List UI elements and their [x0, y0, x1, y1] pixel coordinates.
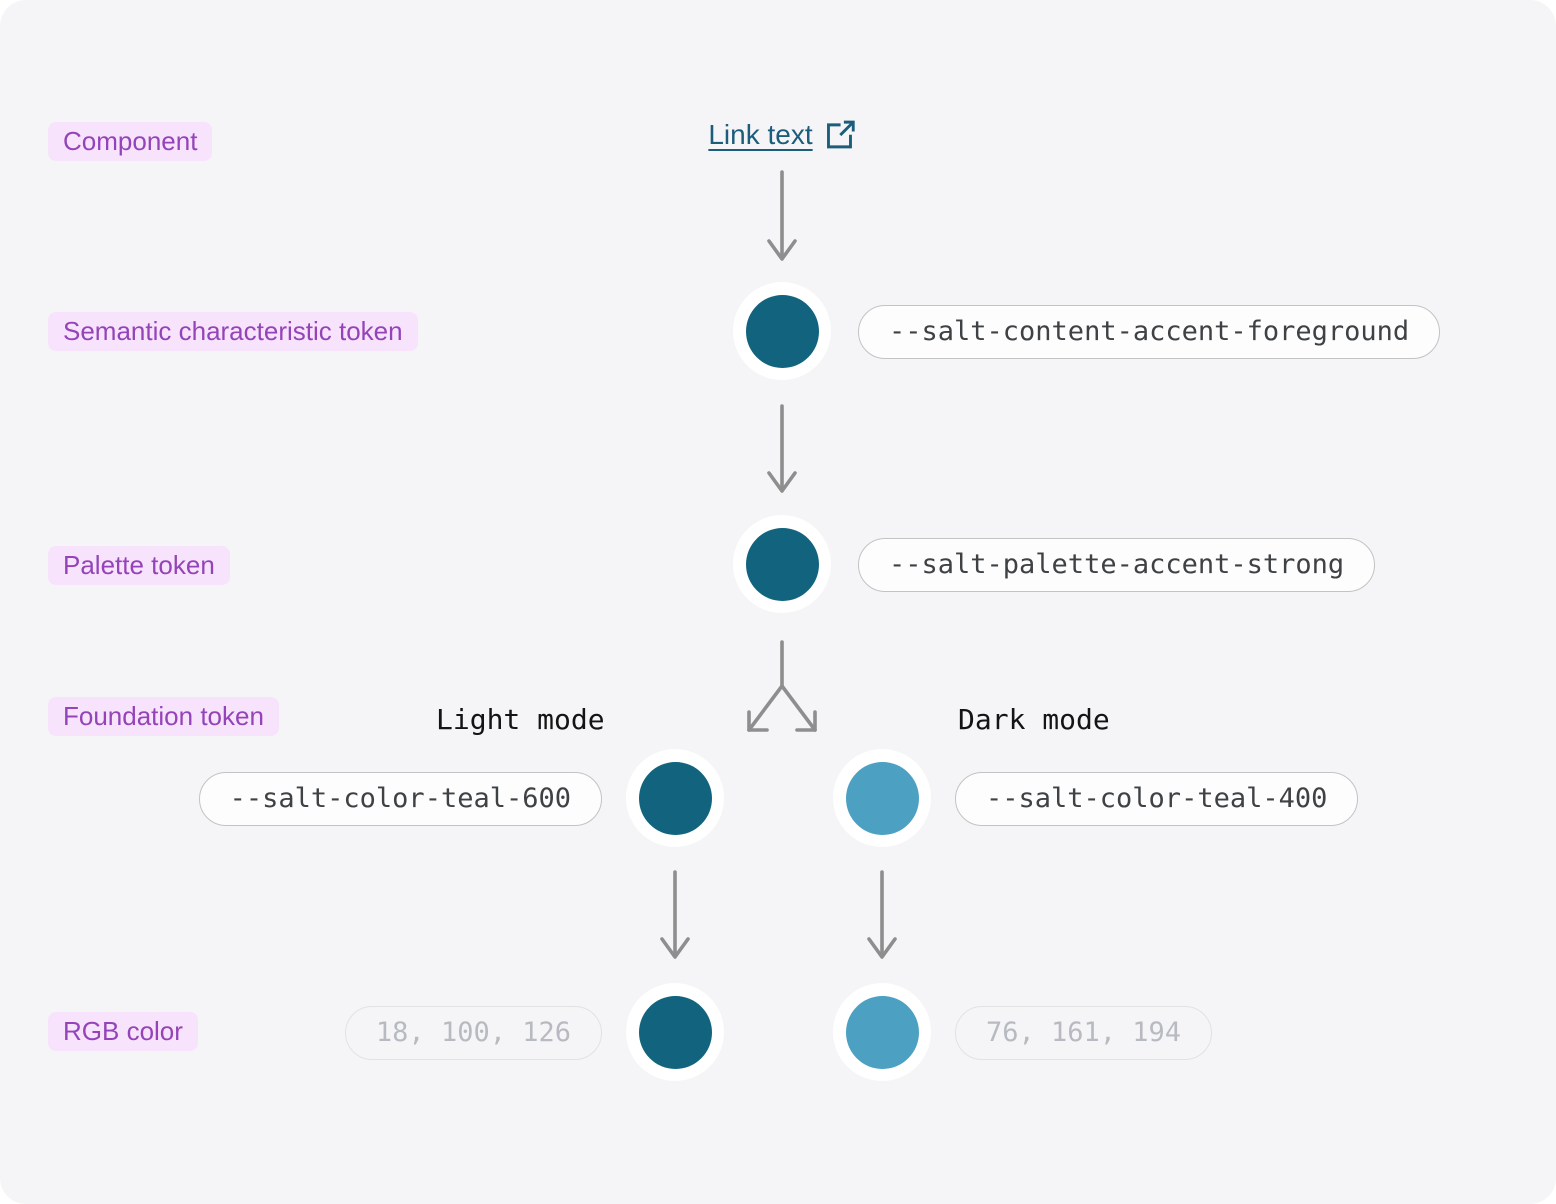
row-label-foundation: Foundation token: [48, 697, 279, 736]
row-label-component: Component: [48, 122, 213, 161]
semantic-token-swatch: [745, 294, 819, 368]
arrow-down-1: [767, 170, 797, 261]
rgb-light-node: [626, 983, 724, 1081]
rgb-dark-swatch: [845, 995, 919, 1069]
link-text[interactable]: Link text: [708, 118, 813, 150]
external-link-icon: [825, 118, 858, 151]
foundation-dark-token-pill: --salt-color-teal-400: [955, 772, 1359, 826]
foundation-dark-node: [833, 749, 931, 847]
row-label-semantic: Semantic characteristic token: [48, 312, 418, 351]
semantic-token-node: [733, 282, 831, 380]
rgb-light-swatch: [638, 995, 712, 1069]
palette-token-swatch: [745, 527, 819, 601]
arrow-down-light: [660, 870, 690, 959]
foundation-light-swatch: [638, 761, 712, 835]
light-mode-label: Light mode: [436, 703, 605, 736]
row-label-rgb: RGB color: [48, 1012, 198, 1051]
arrow-down-2: [767, 404, 797, 493]
foundation-dark-swatch: [845, 761, 919, 835]
component-link[interactable]: Link text: [708, 118, 857, 151]
semantic-token-pill: --salt-content-accent-foreground: [858, 305, 1441, 359]
rgb-dark-value-pill: 76, 161, 194: [955, 1006, 1213, 1060]
foundation-light-token-pill: --salt-color-teal-600: [198, 772, 602, 826]
row-label-palette: Palette token: [48, 546, 230, 585]
foundation-light-node: [626, 749, 724, 847]
palette-token-pill: --salt-palette-accent-strong: [858, 538, 1376, 592]
arrow-down-dark: [867, 870, 897, 959]
dark-mode-label: Dark mode: [958, 703, 1110, 736]
rgb-dark-node: [833, 983, 931, 1081]
branch-arrow: [747, 640, 817, 732]
palette-token-node: [733, 515, 831, 613]
rgb-light-value-pill: 18, 100, 126: [344, 1006, 602, 1060]
